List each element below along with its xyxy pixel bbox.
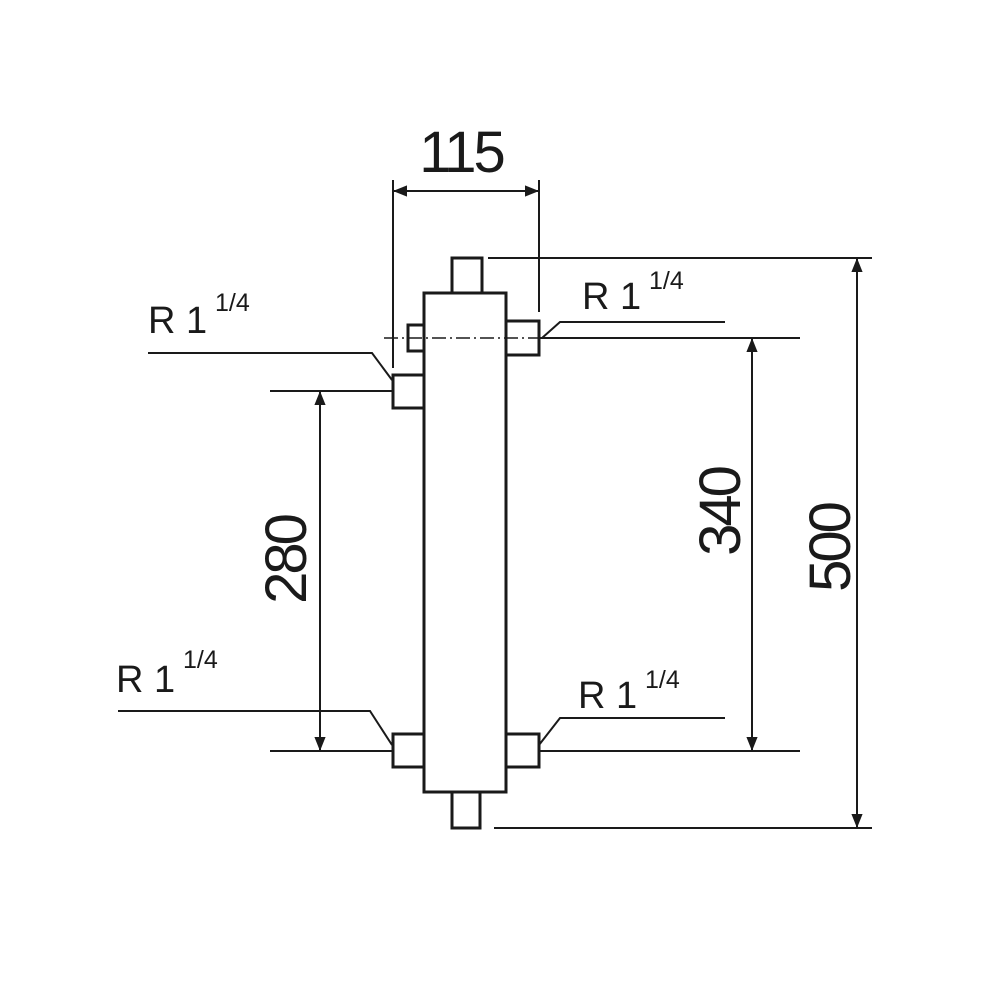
bottom-nozzle: [450, 790, 482, 830]
leader-left-lower: [118, 710, 393, 746]
leader-left-upper: [148, 352, 393, 381]
thread-label-left-upper: R 1 1/4: [148, 289, 250, 342]
right-ports-dimension-label: 340: [688, 467, 753, 556]
width-dimension-label: 115: [419, 120, 503, 185]
thread-label-right-upper-prefix: R 1: [582, 276, 641, 318]
extension-lines: [270, 180, 872, 829]
height-dimension-label: 500: [798, 503, 863, 592]
upper-left-port: [391, 373, 426, 410]
thread-label-left-upper-prefix: R 1: [148, 300, 207, 342]
thread-label-left-lower-prefix: R 1: [116, 659, 175, 701]
thread-label-right-upper: R 1 1/4: [582, 267, 684, 318]
leader-lines: [118, 321, 725, 746]
leader-right-lower: [538, 717, 725, 746]
thread-label-right-lower: R 1 1/4: [578, 666, 680, 717]
thread-label-left-lower-fraction: 1/4: [183, 646, 218, 674]
dimension-lines: [314, 185, 863, 828]
thread-label-right-lower-fraction: 1/4: [645, 666, 680, 694]
thread-label-left-lower: R 1 1/4: [116, 646, 218, 701]
leader-right-upper: [541, 321, 725, 339]
separator-column: [422, 291, 508, 794]
thread-label-left-upper-fraction: 1/4: [215, 289, 250, 317]
lower-right-port: [504, 732, 541, 769]
top-nozzle: [450, 256, 484, 296]
left-ports-dimension-label: 280: [254, 515, 319, 604]
thread-label-right-lower-prefix: R 1: [578, 675, 637, 717]
lower-left-port: [391, 732, 426, 769]
separator-body: [384, 256, 541, 830]
thread-label-right-upper-fraction: 1/4: [649, 267, 684, 295]
